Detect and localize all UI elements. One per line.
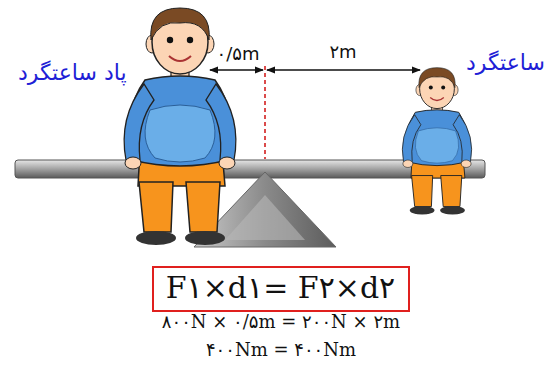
pivot-line bbox=[264, 66, 266, 159]
dimension-label: ۲m bbox=[329, 42, 356, 63]
dimension-arrow bbox=[267, 69, 420, 70]
rotation-label: ساعتگرد bbox=[466, 50, 545, 75]
fulcrum-shade bbox=[225, 195, 305, 240]
formula-box: F۱×d۱= F۲×d۲ bbox=[152, 266, 410, 312]
formula-text: F۱×d۱= F۲×d۲ bbox=[166, 271, 395, 306]
equation-line: ۸۰۰N × ۰/۵m = ۲۰۰N × ۲m bbox=[162, 312, 400, 333]
equation-line: ۴۰۰Nm = ۴۰۰Nm bbox=[206, 340, 356, 361]
dimension-label: ۰/۵m bbox=[217, 44, 260, 65]
dimension-arrow bbox=[210, 69, 263, 70]
light-boy bbox=[402, 68, 471, 215]
rotation-label: پاد ساعتگرد bbox=[18, 60, 127, 85]
